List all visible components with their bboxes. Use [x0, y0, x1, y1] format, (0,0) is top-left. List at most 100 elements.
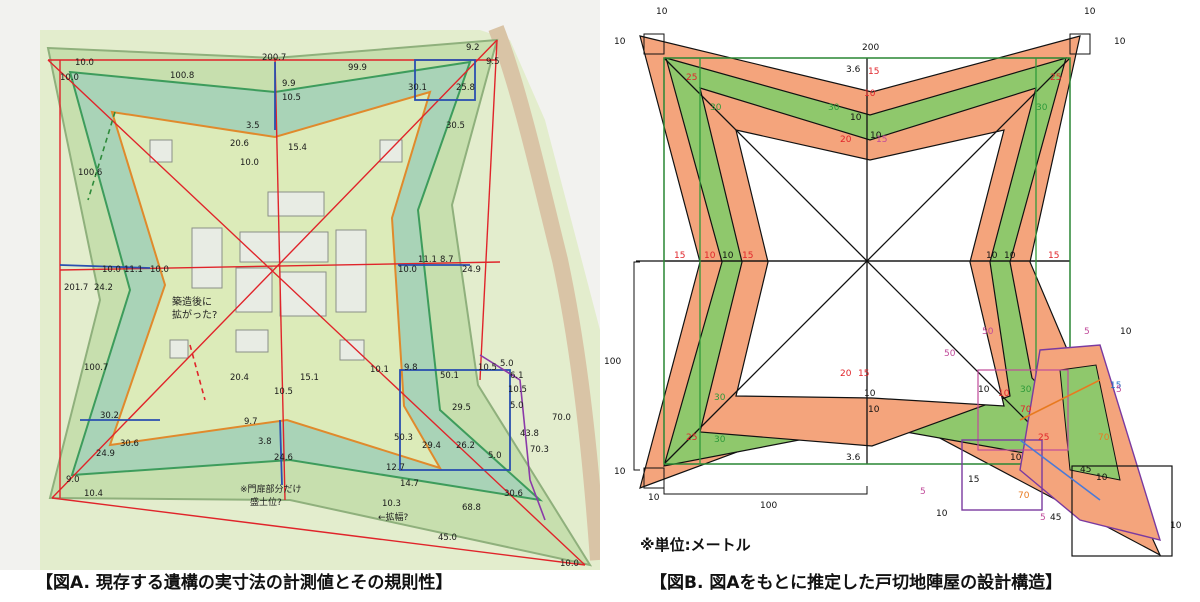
measure-label: 10.5 — [508, 385, 527, 395]
design-label: 10 — [614, 37, 626, 47]
measure-label: 30.5 — [446, 121, 465, 131]
caption-figure-a: 【図A. 現存する遺構の実寸法の計測値とその規則性】 — [36, 573, 453, 593]
measure-label: 100.6 — [78, 168, 102, 178]
design-label: 10 — [722, 251, 734, 261]
measure-label: 3.8 — [258, 437, 272, 447]
gate-extension — [961, 344, 1173, 557]
measure-label: 99.9 — [348, 63, 367, 73]
corner-squares — [643, 33, 1091, 489]
design-label: 50 — [982, 327, 994, 337]
measure-label: 5.0 — [500, 359, 514, 369]
design-label: 70 — [1098, 433, 1110, 443]
design-label: 5 — [1084, 327, 1090, 337]
design-label: 10 — [1120, 327, 1132, 337]
unit-note: ※単位:メートル — [640, 536, 751, 554]
measure-label: 20.6 — [230, 139, 249, 149]
design-label: 30 — [828, 103, 840, 113]
design-label: 30 — [714, 435, 726, 445]
measure-label: 10.5 — [274, 387, 293, 397]
design-label: 30 — [710, 103, 722, 113]
measure-label: 6.1 — [510, 371, 524, 381]
measure-label: 10.0 — [150, 265, 169, 275]
measure-label: 9.2 — [466, 43, 480, 53]
measure-label: 10.0 — [240, 158, 259, 168]
measure-label: 10.3 — [382, 499, 401, 509]
caption-figure-b: 【図B. 図Aをもとに推定した戸切地陣屋の設計構造】 — [650, 573, 1063, 593]
design-label: 15 — [968, 475, 979, 485]
measure-label: 70.0 — [552, 413, 571, 423]
dashed-line-green — [87, 111, 116, 201]
measure-label: 10.0 — [75, 58, 94, 68]
design-label: 3.6 — [846, 453, 861, 463]
design-label: 10 — [1010, 453, 1022, 463]
measure-label: 10.0 — [60, 73, 79, 83]
measure-label: 43.8 — [520, 429, 539, 439]
measure-label: 30.2 — [100, 411, 119, 421]
measure-label: 50.1 — [440, 371, 459, 381]
design-label: 30 — [1020, 385, 1032, 395]
slope-strip — [488, 25, 606, 561]
inner-courtyard — [735, 129, 1005, 407]
measure-label: 10.0 — [560, 559, 579, 569]
measure-label: 30.6 — [504, 489, 523, 499]
measure-label: 9.5 — [486, 57, 500, 67]
design-label: 5 — [1040, 513, 1046, 523]
design-label: 10 — [936, 509, 948, 519]
measure-label: 50.3 — [394, 433, 413, 443]
measure-label: 15.4 — [288, 143, 307, 153]
design-label: 200 — [862, 43, 879, 53]
design-label: 5 — [1116, 385, 1122, 395]
design-label: 70 — [1020, 405, 1032, 415]
design-label: 25 — [686, 73, 697, 83]
bracket-left-100 — [633, 261, 640, 471]
bracket-bottom-100 — [663, 486, 868, 495]
design-label: 10 — [656, 7, 668, 17]
building-footprints — [149, 139, 403, 361]
note-gate-line1: ※門扉部分だけ — [240, 483, 302, 495]
design-label: 15 — [876, 135, 887, 145]
design-label: 3.6 — [846, 65, 861, 75]
note-gate-line2: 盛土位? — [250, 496, 282, 508]
measure-label: 24.9 — [96, 449, 115, 459]
design-label: 10 — [1084, 7, 1096, 17]
note-expanded-line2: 拡がった? — [172, 308, 217, 321]
design-label: 10 — [614, 467, 626, 477]
measure-label: 9.9 — [282, 79, 296, 89]
note-expanded-line1: 築造後に — [172, 295, 212, 308]
measure-label: 24.2 — [94, 283, 113, 293]
design-label: 15 — [1048, 251, 1059, 261]
measure-label: 24.9 — [462, 265, 481, 275]
dashed-line-red — [189, 344, 206, 401]
measure-label: 26.2 — [456, 441, 475, 451]
measure-label: 201.7 — [64, 283, 88, 293]
measure-label: 10.1 — [370, 365, 389, 375]
design-label: 70 — [1018, 491, 1030, 501]
design-label: 10 — [868, 405, 880, 415]
measure-label: 200.7 — [262, 53, 286, 63]
measure-label: 25.8 — [456, 83, 475, 93]
design-label: 20 — [840, 135, 852, 145]
design-label: 10 — [1170, 521, 1182, 531]
measure-label: 68.8 — [462, 503, 481, 513]
measure-label: 12.7 — [386, 463, 405, 473]
design-label: 45 — [1080, 465, 1091, 475]
design-label: 10 — [870, 131, 882, 141]
design-label: 30 — [1036, 103, 1048, 113]
measure-label: 29.4 — [422, 441, 441, 451]
design-label: 15 — [858, 369, 869, 379]
purple-outline — [479, 354, 546, 521]
design-label: 10 — [704, 251, 716, 261]
design-label: 100 — [604, 357, 621, 367]
design-label: 45 — [1050, 513, 1061, 523]
design-label: 25 — [1038, 433, 1049, 443]
design-label: 15 — [674, 251, 685, 261]
measure-label: 14.7 — [400, 479, 419, 489]
measure-label: 70.3 — [530, 445, 549, 455]
design-label: 10 — [648, 493, 660, 503]
measure-label: 11.1 — [124, 265, 143, 275]
measurement-labels: 200.799.9100.810.010.09.29.510.59.93.520… — [60, 43, 579, 569]
